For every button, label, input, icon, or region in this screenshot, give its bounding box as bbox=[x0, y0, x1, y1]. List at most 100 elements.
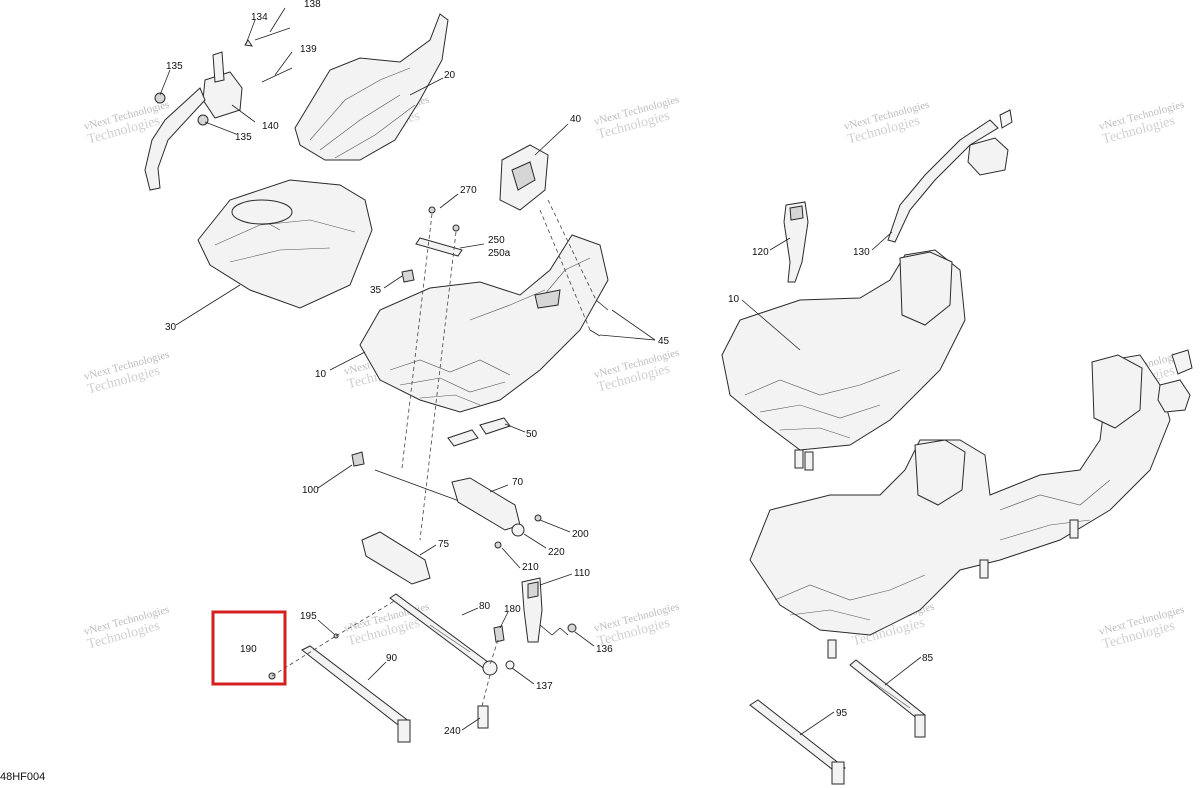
callout-180: 180 bbox=[504, 604, 521, 615]
buckle-110 bbox=[521, 577, 577, 643]
seat-assembly-right-front bbox=[721, 249, 966, 471]
callout-50: 50 bbox=[526, 429, 538, 440]
belt-130 bbox=[887, 119, 999, 243]
callout-30: 30 bbox=[165, 322, 177, 333]
callout-130: 130 bbox=[853, 247, 870, 258]
callout-95: 95 bbox=[836, 708, 848, 719]
seat-assembly-right-rear bbox=[749, 354, 1171, 659]
callout-240: 240 bbox=[444, 726, 461, 737]
callout-138: 138 bbox=[304, 0, 321, 10]
cushion-30-shape bbox=[197, 179, 373, 309]
nut-210 bbox=[494, 541, 502, 549]
tube-95-shape bbox=[749, 699, 846, 774]
watermark-4: vNext Technologies Technologies bbox=[843, 99, 931, 148]
release-rod bbox=[374, 469, 471, 506]
pad-50b bbox=[479, 417, 511, 435]
right-seat-2-headrest bbox=[1091, 354, 1143, 429]
callout-85: 85 bbox=[922, 653, 934, 664]
callout-45: 45 bbox=[658, 336, 670, 347]
retractor-right-top-anchor bbox=[999, 109, 1013, 129]
right-seat-3-headrest bbox=[914, 439, 966, 506]
right-seat-1-headrest bbox=[899, 251, 953, 326]
callout-100: 100 bbox=[302, 485, 319, 496]
callout-80: 80 bbox=[479, 601, 491, 612]
callout-10-right: 10 bbox=[728, 294, 740, 305]
watermark-3: vNext Technologies Technologies bbox=[593, 94, 681, 143]
right-seat-2-stud-c bbox=[1069, 519, 1079, 539]
callout-250a: 250a bbox=[488, 248, 511, 259]
tube-80-ribs bbox=[429, 624, 471, 653]
tube-80 bbox=[389, 593, 498, 676]
diagram-code: 48HF004 bbox=[0, 771, 46, 783]
tube-90-end bbox=[397, 719, 411, 743]
tube-85-shape bbox=[849, 659, 926, 721]
watermark-13: vNext Technologies Technologies bbox=[593, 601, 681, 650]
bolt-45b bbox=[589, 329, 601, 337]
rail-70 bbox=[451, 477, 521, 531]
callout-136: 136 bbox=[596, 644, 613, 655]
right-seat-2-stud-b bbox=[979, 559, 989, 579]
cushion-20-shape bbox=[294, 13, 449, 161]
pads-50 bbox=[447, 417, 511, 447]
right-seat-1-lattice bbox=[744, 369, 901, 439]
highlight-box-190 bbox=[211, 610, 287, 686]
callout-90: 90 bbox=[386, 653, 398, 664]
retractor-bracket bbox=[212, 51, 225, 83]
frame-10-latch bbox=[534, 289, 561, 309]
rail-75 bbox=[361, 531, 431, 585]
callout-35: 35 bbox=[370, 285, 382, 296]
callout-135-top: 135 bbox=[166, 61, 183, 72]
callout-270: 270 bbox=[460, 185, 477, 196]
buckle-120-body bbox=[783, 201, 809, 283]
callout-40: 40 bbox=[570, 114, 582, 125]
callout-120: 120 bbox=[752, 247, 769, 258]
callout-250: 250 bbox=[488, 235, 505, 246]
frame-10-shell bbox=[359, 234, 609, 413]
tube-80-end bbox=[482, 660, 498, 676]
bolt-45a bbox=[595, 299, 609, 311]
callout-200: 200 bbox=[572, 529, 589, 540]
clip-270a bbox=[428, 206, 436, 214]
seat-frame-10-left bbox=[359, 234, 609, 413]
right-seat-2-stud-a bbox=[827, 639, 837, 659]
cushion-30-bolster bbox=[231, 199, 293, 225]
bolts-45 bbox=[589, 299, 609, 337]
seat-belt-retractor-left bbox=[144, 27, 293, 191]
knob-100 bbox=[351, 451, 365, 467]
clip-35 bbox=[401, 269, 415, 283]
frame-10-lattice bbox=[389, 257, 591, 406]
right-seat-1-stud-a bbox=[794, 449, 804, 469]
buckle-120-button bbox=[789, 205, 804, 221]
clips-270-250 bbox=[401, 206, 463, 283]
right-seat-2-lattice bbox=[774, 479, 1111, 621]
tube-90 bbox=[301, 645, 411, 743]
callout-75: 75 bbox=[438, 539, 450, 550]
seat-back-cushion-20 bbox=[294, 13, 449, 161]
bolt-139 bbox=[261, 67, 293, 83]
headrest-40-inset bbox=[511, 161, 536, 191]
watermarks: vNext Technologies Technologies vNext Te… bbox=[83, 94, 1186, 653]
retractor-right-mid-body bbox=[1157, 379, 1191, 413]
callout-70: 70 bbox=[512, 477, 524, 488]
cushion-20-contour bbox=[309, 67, 416, 159]
belt-retractor-right-top bbox=[887, 109, 1013, 243]
callout-135-bottom: 135 bbox=[235, 132, 252, 143]
headrest-40 bbox=[499, 144, 549, 211]
watermark-15: vNext Technologies Technologies bbox=[1098, 604, 1186, 653]
tube-95 bbox=[749, 699, 846, 785]
clip-270b bbox=[452, 224, 460, 232]
callout-139: 139 bbox=[300, 44, 317, 55]
small-parts-bottom-left bbox=[268, 625, 515, 729]
assembly-lines bbox=[271, 199, 597, 707]
watermark-12: vNext Technologies Technologies bbox=[343, 601, 431, 650]
bushing-220 bbox=[511, 523, 525, 537]
right-seat-2-shell bbox=[749, 354, 1171, 636]
callout-195: 195 bbox=[300, 611, 317, 622]
seat-bottom-cushion-30 bbox=[197, 179, 373, 309]
strap-250 bbox=[415, 237, 463, 257]
watermark-11: vNext Technologies Technologies bbox=[83, 604, 171, 653]
callout-190: 190 bbox=[240, 644, 257, 655]
leader-lines bbox=[159, 7, 922, 736]
